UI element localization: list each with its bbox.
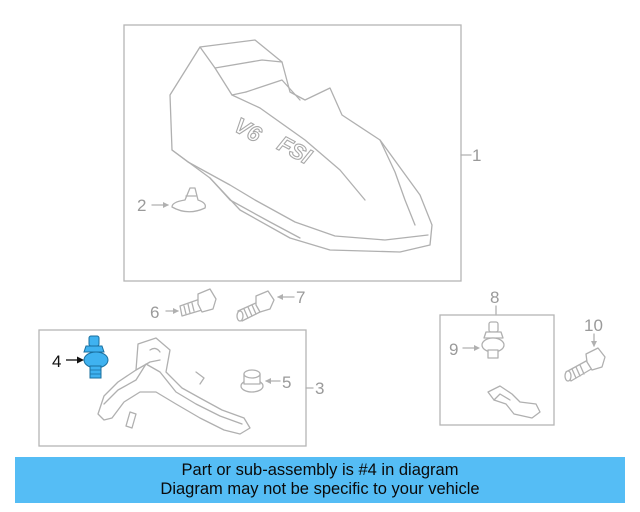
bolt-part-7[interactable] (236, 290, 275, 322)
grommet-part-2[interactable] (171, 187, 206, 213)
stud-part-9[interactable] (481, 321, 505, 359)
engine-cover[interactable]: V6 FSI (169, 39, 433, 253)
bolt-part-6[interactable] (179, 288, 217, 317)
callout-7[interactable]: 7 (296, 288, 305, 307)
callout-2[interactable]: 2 (137, 196, 146, 215)
info-banner: Part or sub-assembly is #4 in diagram Di… (15, 457, 625, 503)
sub-assembly-frame (439, 314, 555, 426)
arrow-5 (265, 378, 271, 384)
arrow-9 (474, 345, 480, 351)
arrow-7 (277, 294, 283, 300)
arrow-10 (591, 341, 597, 347)
bolt-part-10[interactable] (564, 347, 606, 382)
callout-10[interactable]: 10 (584, 316, 603, 335)
callout-4[interactable]: 4 (52, 352, 61, 371)
bracket-part-8[interactable] (487, 385, 541, 419)
stud-part-4[interactable] (83, 335, 109, 379)
callout-3[interactable]: 3 (315, 379, 324, 398)
arrow-2 (163, 202, 169, 208)
arrow-6 (173, 308, 179, 314)
callout-8[interactable]: 8 (490, 288, 499, 307)
banner-line-disclaimer: Diagram may not be specific to your vehi… (160, 480, 480, 498)
grommet-part-5[interactable] (240, 369, 264, 393)
engine-cover-frame (123, 24, 462, 282)
callout-6[interactable]: 6 (150, 303, 159, 322)
banner-line-part: Part or sub-assembly is #4 in diagram (181, 461, 459, 479)
arrow-4 (77, 356, 84, 364)
bracket-part-3[interactable] (97, 337, 251, 435)
callout-5[interactable]: 5 (282, 373, 291, 392)
callout-9[interactable]: 9 (449, 340, 458, 359)
callout-1[interactable]: 1 (472, 146, 481, 165)
